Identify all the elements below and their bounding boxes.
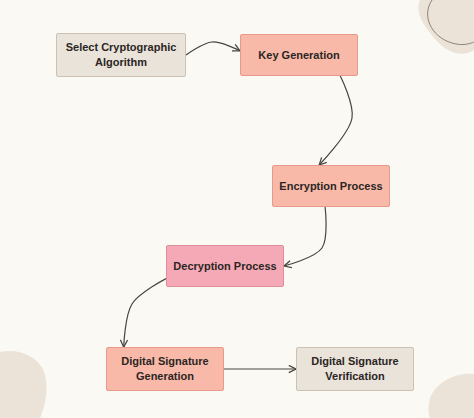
corner-blob [429, 374, 474, 418]
box-label: Key Generation [258, 48, 339, 63]
process-box: Key Generation [240, 34, 358, 76]
process-box: Digital Signature Verification [296, 347, 414, 391]
corner-blob [0, 351, 47, 418]
flow-arrow [186, 42, 240, 55]
box-label: Decryption Process [173, 259, 276, 274]
corner-line [428, 0, 474, 45]
flow-arrow [319, 76, 352, 165]
process-box: Digital Signature Generation [106, 347, 224, 391]
box-label: Select Cryptographic Algorithm [63, 40, 179, 70]
process-box: Decryption Process [166, 245, 284, 287]
flow-arrow [284, 207, 326, 266]
flow-arrow [224, 368, 296, 369]
box-label: Digital Signature Generation [113, 354, 217, 384]
box-label: Encryption Process [279, 179, 382, 194]
corner-blob [418, 0, 474, 54]
process-box: Encryption Process [272, 165, 390, 207]
box-label: Digital Signature Verification [303, 354, 407, 384]
flow-arrow [124, 279, 166, 348]
process-box: Select Cryptographic Algorithm [56, 33, 186, 77]
